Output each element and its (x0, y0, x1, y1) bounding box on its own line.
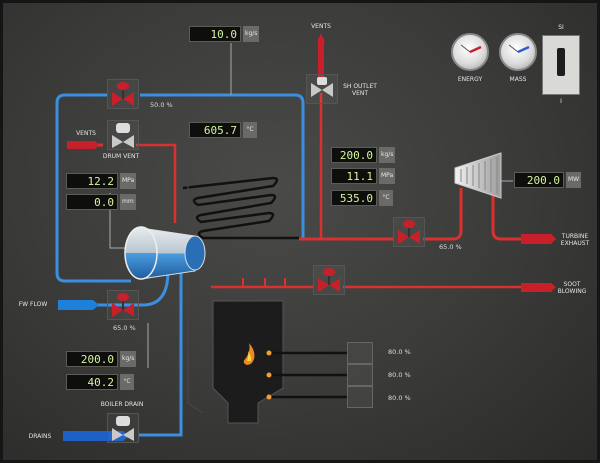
valve-icon (398, 220, 420, 244)
top-flow-readout: 10.0 kg/s (189, 25, 260, 43)
outlet-pressure-value: 11.1 (331, 168, 377, 184)
turbine-valve-percent: 65.0 % (439, 243, 462, 251)
outlet-flow-readout: 200.0 kg/s (331, 146, 396, 164)
superheater-coil (182, 176, 299, 240)
drum-level-readout: 0.0 mm (66, 193, 136, 211)
turbine-power-value: 200.0 (514, 172, 564, 188)
energy-gauge (451, 33, 489, 71)
drum-vent-label: DRUM VENT (102, 153, 140, 160)
mass-needle-icon (508, 44, 530, 54)
valve-icon (112, 123, 134, 148)
outlet-flow-unit: kg/s (379, 147, 396, 163)
vents-top-label: VENTS (311, 23, 331, 30)
fw-valve-percent: 65.0 % (113, 324, 136, 332)
fw-flow-value: 200.0 (66, 351, 118, 367)
turbine-power-readout: 200.0 MW (514, 171, 582, 189)
sh-outlet-vent-valve[interactable] (306, 74, 338, 104)
drum-pressure-value: 12.2 (66, 173, 118, 189)
drum-vent-valve[interactable] (107, 120, 139, 150)
fw-flow-readout: 200.0 kg/s (66, 350, 137, 368)
si-label: SI (558, 24, 564, 31)
valve-icon (112, 82, 134, 106)
fw-temp-unit: °C (120, 374, 134, 390)
piping-diagram (55, 33, 556, 441)
burner-3-percent: 80.0 % (388, 394, 411, 402)
fw-temp-value: 40.2 (66, 374, 118, 390)
sh-outlet-vent-label: SH OUTLET VENT (343, 83, 377, 97)
top-blue-pipe (140, 93, 305, 238)
fw-valve[interactable] (107, 290, 139, 320)
mass-label: MASS (509, 76, 527, 83)
burner-2-control[interactable] (347, 364, 373, 386)
turbine-exhaust-outlet (521, 234, 556, 244)
mass-gauge (499, 33, 537, 71)
valve-icon (318, 268, 340, 292)
unit-switch[interactable] (542, 35, 580, 95)
valve-icon (112, 416, 134, 441)
valve-icon (112, 293, 134, 317)
drum-pressure-unit: MPa (120, 173, 137, 189)
vents-left-label: VENTS (76, 130, 96, 137)
burner-1-control[interactable] (347, 342, 373, 364)
top-flow-value: 10.0 (189, 26, 241, 42)
fw-flow-unit: kg/s (120, 351, 137, 367)
boiler-drain-label: BOILER DRAIN (100, 401, 144, 408)
turbine-exhaust-label: TURBINE EXHAUST (560, 233, 590, 247)
outlet-pressure-unit: MPa (379, 168, 396, 184)
outlet-temp-readout: 535.0 °C (331, 189, 393, 207)
drains-label: DRAINS (28, 433, 52, 440)
steam-drum (124, 226, 206, 280)
drum-pressure-readout: 12.2 MPa (66, 172, 137, 190)
downcomer-pipe (138, 265, 183, 437)
fw-pipe (73, 270, 170, 307)
valve-icon (311, 77, 333, 97)
fw-inlet (58, 300, 99, 310)
unit-switch-toggle[interactable] (557, 48, 565, 76)
blue-loop-pipe (55, 93, 131, 283)
top-valve-percent: 50.0 % (150, 101, 173, 109)
energy-needle-icon (460, 44, 482, 54)
superheat-temp-readout: 605.7 °C (189, 121, 257, 139)
switch-i-label: I (560, 98, 562, 105)
top-flow-unit: kg/s (243, 26, 260, 42)
outlet-temp-value: 535.0 (331, 190, 377, 206)
boiler-drain-valve[interactable] (107, 413, 139, 443)
turbine-power-unit: MW (566, 172, 582, 188)
fw-flow-label: FW FLOW (18, 301, 48, 308)
outlet-pressure-readout: 11.1 MPa (331, 167, 396, 185)
turbine-valve[interactable] (393, 217, 425, 247)
outlet-flow-value: 200.0 (331, 147, 377, 163)
turbine (454, 152, 502, 199)
burner-2-percent: 80.0 % (388, 371, 411, 379)
energy-label: ENERGY (457, 76, 483, 83)
outlet-temp-unit: °C (379, 190, 393, 206)
superheat-temp-value: 605.7 (189, 122, 241, 138)
soot-blowing-label: SOOT BLOWING (557, 281, 587, 295)
drum-level-unit: mm (120, 194, 136, 210)
burner-1-percent: 80.0 % (388, 348, 411, 356)
soot-blowing-valve[interactable] (313, 265, 345, 295)
superheat-temp-unit: °C (243, 122, 257, 138)
drum-level-value: 0.0 (66, 194, 118, 210)
top-valve[interactable] (107, 79, 139, 109)
burner-3-control[interactable] (347, 386, 373, 408)
fw-temp-readout: 40.2 °C (66, 373, 134, 391)
